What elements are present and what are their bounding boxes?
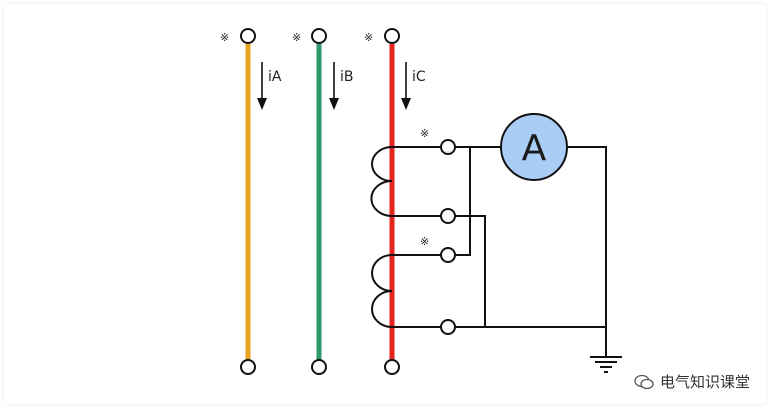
phase-c-dot-mark: ※ xyxy=(364,31,373,44)
phase-a-current-label: iA xyxy=(268,69,282,85)
lower-ct-coil xyxy=(371,254,448,328)
phase-c-arrow-head xyxy=(401,98,411,110)
phase-c-current-label: iC xyxy=(412,69,426,85)
phase-a-top-terminal xyxy=(240,28,256,44)
ct-terminal-3 xyxy=(440,247,456,263)
phase-a-conductor: ※ iA xyxy=(220,28,282,375)
phase-b-top-terminal xyxy=(311,28,327,44)
phase-b-conductor: ※ iB xyxy=(292,28,354,375)
ammeter-body xyxy=(500,113,568,181)
phase-c-top-terminal xyxy=(384,28,400,44)
phase-b-current-label: iB xyxy=(340,69,354,85)
ct-terminal-2 xyxy=(440,208,456,224)
upper-ct-coil xyxy=(370,146,448,217)
watermark-text: 电气知识课堂 xyxy=(659,373,750,391)
phase-a-dot-mark: ※ xyxy=(220,31,229,44)
ground-icon xyxy=(590,356,622,373)
phase-b-arrow-head xyxy=(329,98,339,110)
ct-terminal-4 xyxy=(440,319,456,335)
wire-common-return xyxy=(455,215,606,328)
phase-c-conductor: ※ iC xyxy=(364,28,426,375)
upper-ct-dot-mark: ※ xyxy=(420,127,429,140)
lower-ct-dot-mark: ※ xyxy=(420,235,429,248)
phase-b-dot-mark: ※ xyxy=(292,31,301,44)
ammeter-letter: A xyxy=(522,128,547,169)
phase-b-bottom-terminal xyxy=(311,359,327,375)
diagram-card xyxy=(4,4,766,404)
ammeter: A xyxy=(500,113,568,181)
chat-bubble-icon xyxy=(634,374,654,389)
phase-a-bottom-terminal xyxy=(240,359,256,375)
phase-a-arrow-head xyxy=(257,98,267,110)
wire-upper-to-lower xyxy=(455,147,471,256)
lower-coil-winding xyxy=(371,254,448,328)
ct-terminals xyxy=(440,139,456,335)
ct-terminal-1 xyxy=(440,139,456,155)
watermark: 电气知识课堂 xyxy=(634,371,750,392)
upper-coil-winding xyxy=(370,146,448,217)
secondary-wiring xyxy=(455,146,607,357)
wire-ammeter-return xyxy=(566,146,607,357)
phase-c-bottom-terminal xyxy=(384,359,400,375)
